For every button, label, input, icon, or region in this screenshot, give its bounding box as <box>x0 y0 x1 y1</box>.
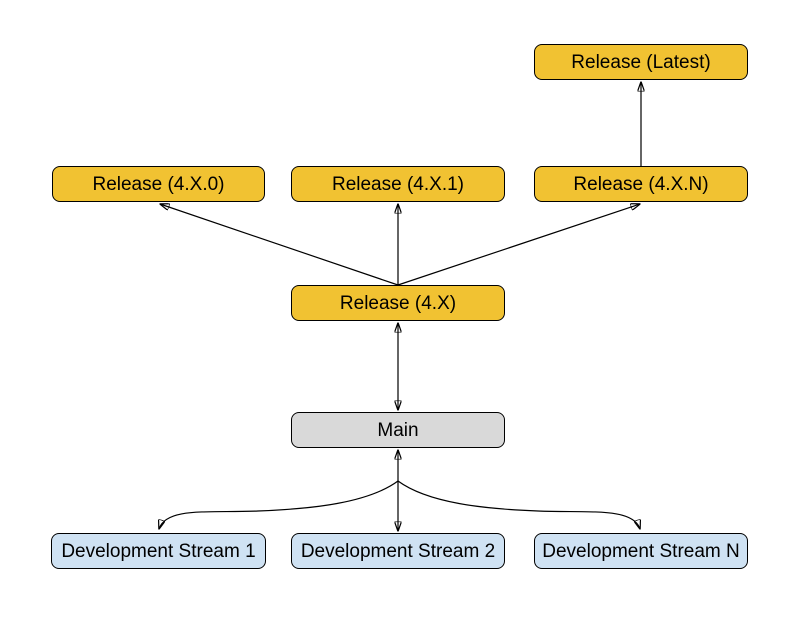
node-release-4xn: Release (4.X.N) <box>534 166 748 202</box>
node-release-4x: Release (4.X) <box>291 285 505 321</box>
node-release-4x0-label: Release (4.X.0) <box>92 173 225 195</box>
node-release-4xn-label: Release (4.X.N) <box>573 173 709 195</box>
node-dev-stream-2: Development Stream 2 <box>291 533 505 569</box>
edge-4x-to-4xn <box>397 204 640 286</box>
node-dev-stream-n: Development Stream N <box>534 533 748 569</box>
edge-main-devn <box>397 480 640 529</box>
node-release-latest-label: Release (Latest) <box>571 51 711 73</box>
edge-main-dev1 <box>159 480 399 529</box>
node-main-label: Main <box>377 419 419 441</box>
node-dev-stream-n-label: Development Stream N <box>542 540 740 562</box>
node-release-4x1: Release (4.X.1) <box>291 166 505 202</box>
node-release-4x1-label: Release (4.X.1) <box>331 173 464 195</box>
node-dev-stream-2-label: Development Stream 2 <box>300 540 496 562</box>
node-dev-stream-1: Development Stream 1 <box>51 533 266 569</box>
node-release-4x-label: Release (4.X) <box>339 292 457 314</box>
node-main: Main <box>291 412 505 448</box>
edge-4x-to-4x0 <box>160 204 399 286</box>
node-release-4x0: Release (4.X.0) <box>52 166 265 202</box>
node-dev-stream-1-label: Development Stream 1 <box>61 540 256 562</box>
node-release-latest: Release (Latest) <box>534 44 748 80</box>
